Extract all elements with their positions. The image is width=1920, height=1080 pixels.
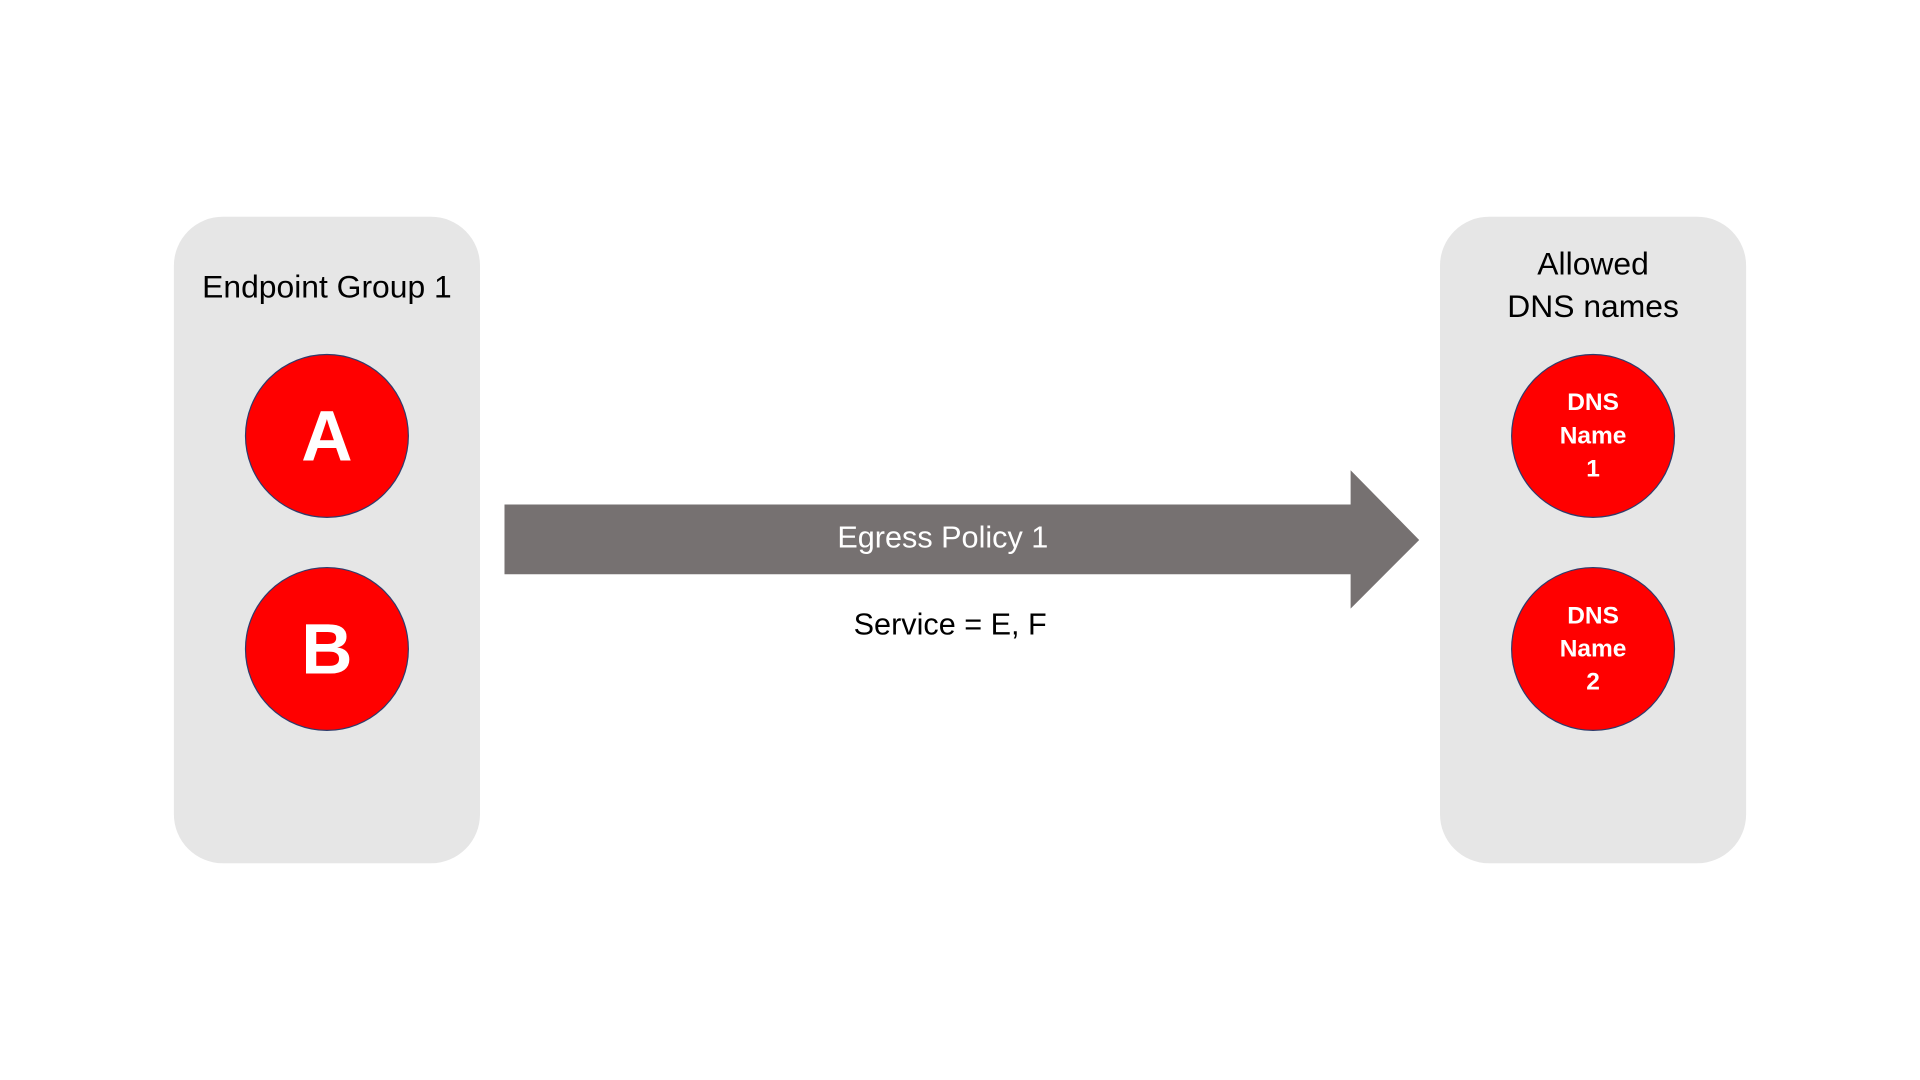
allowed-dns-panel: Allowed DNS names (1440, 216, 1747, 864)
endpoint-group-title: Endpoint Group 1 (202, 268, 452, 305)
endpoint-group-panel: Endpoint Group 1 (173, 216, 481, 864)
egress-policy-label: Egress Policy 1 (837, 520, 1049, 555)
service-label: Service = E, F (853, 607, 1047, 642)
dns-node-2: DNS Name 2 (1511, 566, 1676, 732)
endpoint-node-a: A (244, 353, 409, 518)
dns-node-2-line2: Name (1559, 634, 1627, 662)
egress-arrow-shape (504, 470, 1420, 609)
allowed-dns-title-line2: DNS names (1507, 287, 1679, 325)
dns-node-1-line3: 1 (1586, 454, 1600, 482)
endpoint-node-b: B (244, 566, 409, 732)
dns-node-1-line2: Name (1559, 421, 1627, 449)
dns-node-1: DNS Name 1 (1511, 353, 1676, 518)
dns-node-2-line3: 2 (1586, 667, 1600, 695)
dns-node-1-line1: DNS (1567, 388, 1619, 416)
allowed-dns-title-line1: Allowed (1537, 244, 1649, 282)
dns-node-2-line1: DNS (1567, 601, 1619, 629)
